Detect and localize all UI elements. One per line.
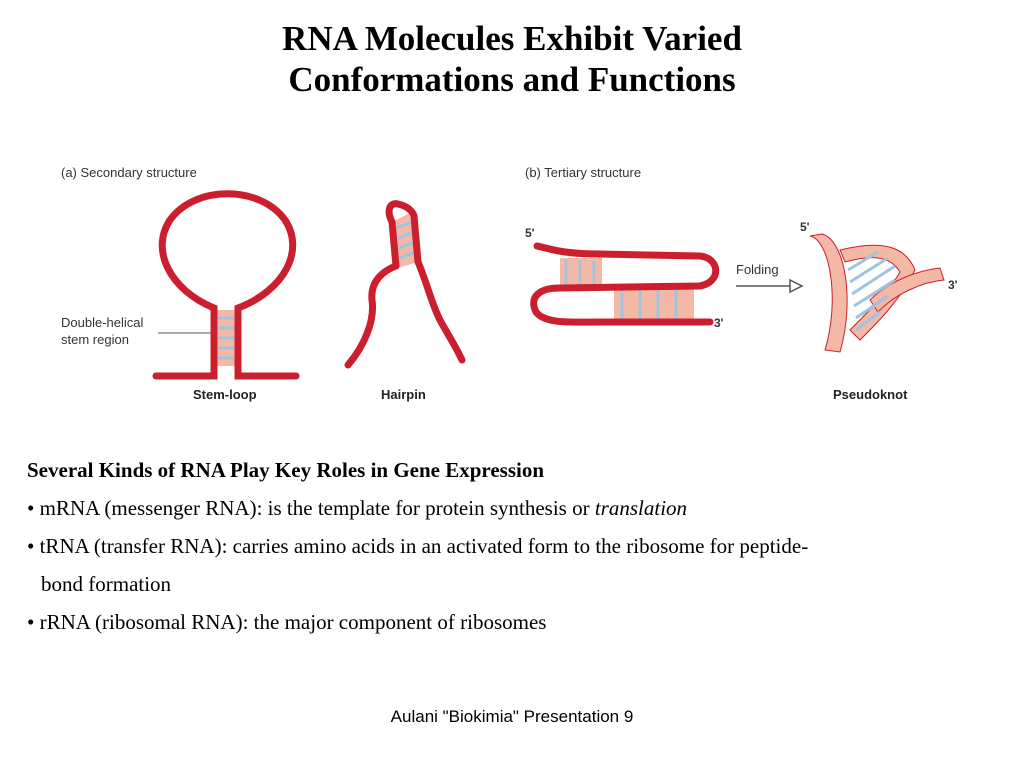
hairpin-label: Hairpin: [381, 387, 426, 402]
pseudoknot-drawing: [809, 233, 945, 353]
slide-title-line2: Conformations and Functions: [288, 60, 736, 99]
stem-annotation-line2: stem region: [61, 332, 129, 347]
three-prime-right-label: 3': [948, 278, 958, 292]
pseudoknot-base-pairs: [847, 250, 896, 332]
five-prime-left-label: 5': [525, 226, 535, 240]
stem-base-pairs: [218, 316, 234, 360]
stem-annotation-line1: Double-helical: [61, 315, 144, 330]
three-prime-left-label: 3': [714, 316, 724, 330]
panel-a-label: (a) Secondary structure: [61, 165, 197, 180]
panel-b-label: (b) Tertiary structure: [525, 165, 642, 180]
content-block: Several Kinds of RNA Play Key Roles in G…: [27, 458, 808, 634]
folding-arrow: [736, 278, 804, 294]
slide-title: RNA Molecules Exhibit Varied Conformatio…: [0, 18, 1024, 100]
stem-annotation: Double-helical stem region: [61, 314, 143, 348]
hairpin-strand: [344, 200, 466, 369]
footer: Aulani "Biokimia" Presentation 9: [390, 707, 634, 726]
hairpin-drawing: [344, 200, 466, 369]
bullet-trna: • tRNA (transfer RNA): carries amino aci…: [27, 534, 808, 596]
stem-loop-drawing: [152, 190, 300, 380]
folding-label: Folding: [736, 262, 779, 277]
stem-loop-strand: [158, 190, 297, 370]
pseudoknot-label: Pseudoknot: [833, 387, 908, 402]
pseudoknot-ribbon1: [809, 233, 848, 353]
stem-loop-label: Stem-loop: [193, 387, 257, 402]
bullet-mrna-text: • mRNA (messenger RNA): is the template …: [27, 496, 595, 520]
stem-loop-ends: [152, 362, 300, 380]
bullet-mrna-italic: translation: [594, 496, 688, 520]
unfolded-strand: [530, 242, 720, 326]
content-heading: Several Kinds of RNA Play Key Roles in G…: [27, 458, 545, 482]
slide-title-line1: RNA Molecules Exhibit Varied: [282, 19, 742, 58]
bullet-rrna: • rRNA (ribosomal RNA): the major compon…: [27, 610, 547, 634]
five-prime-right-label: 5': [800, 220, 810, 234]
unfolded-helix2-fill: [614, 286, 694, 322]
bullet-trna-line1: • tRNA (transfer RNA): carries amino aci…: [27, 534, 809, 558]
unfolded-base-pairs: [564, 260, 678, 320]
bullet-trna-line2: bond formation: [41, 572, 172, 596]
bullet-mrna: • mRNA (messenger RNA): is the template …: [27, 496, 808, 520]
unfolded-rna-drawing: [530, 242, 720, 326]
hairpin-base-pairs: [395, 220, 417, 260]
